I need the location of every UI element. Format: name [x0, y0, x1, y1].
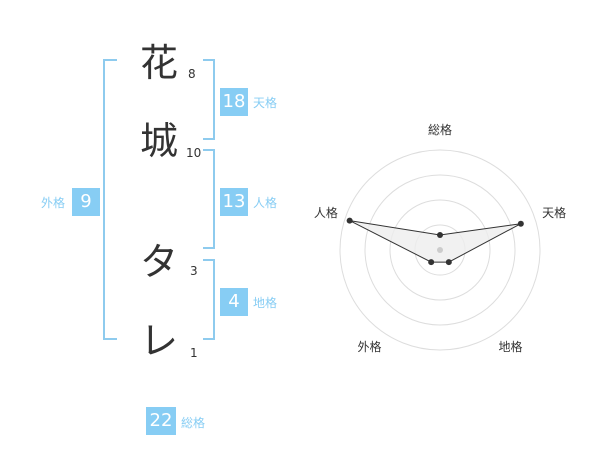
- gaikaku-bracket: [103, 59, 117, 340]
- name-char-4: レ: [139, 319, 178, 363]
- name-char-3: タ: [139, 240, 178, 284]
- radar-axis-label-5: 人格: [314, 205, 338, 220]
- radar-point-1: [437, 232, 443, 238]
- radar-grid-ring: [339, 149, 541, 351]
- tenkaku-value: 18: [220, 88, 248, 116]
- jinkaku-label: 人格: [253, 196, 278, 210]
- stroke-count-2: 10: [186, 146, 202, 160]
- radar-axis-label-2: 天格: [542, 205, 566, 220]
- soukaku-label: 総格: [181, 416, 206, 430]
- radar-point-4: [428, 259, 435, 266]
- chikaku-value: 4: [220, 288, 248, 316]
- jinkaku-bracket: [203, 149, 215, 249]
- tenkaku-label: 天格: [253, 96, 278, 110]
- radar-point-2: [517, 220, 524, 227]
- radar-point-5: [346, 217, 353, 224]
- stroke-count-1: 8: [188, 67, 196, 81]
- chikaku-label: 地格: [253, 296, 278, 310]
- soukaku-value: 22: [146, 407, 176, 435]
- gaikaku-label: 外格: [41, 196, 66, 210]
- stroke-count-4: 1: [190, 346, 198, 360]
- radar-grid: [339, 149, 541, 351]
- radar-polygon: [349, 220, 522, 263]
- gaikaku-value: 9: [72, 188, 100, 216]
- radar-axis-label-4: 外格: [357, 339, 381, 354]
- stroke-count-3: 3: [190, 264, 198, 278]
- radar-points: [346, 217, 524, 266]
- name-char-1: 花: [139, 41, 178, 85]
- radar-point-3: [445, 259, 452, 266]
- radar-center-dot: [437, 247, 443, 253]
- name-char-2: 城: [139, 119, 178, 163]
- jinkaku-value: 13: [220, 188, 248, 216]
- radar-grid-ring: [364, 174, 516, 326]
- chikaku-bracket: [203, 259, 215, 340]
- radar-axis-label-1: 総格: [428, 122, 452, 137]
- radar-axis-label-3: 地格: [498, 339, 522, 354]
- tenkaku-bracket: [203, 59, 215, 140]
- radar-grid-ring: [389, 199, 491, 301]
